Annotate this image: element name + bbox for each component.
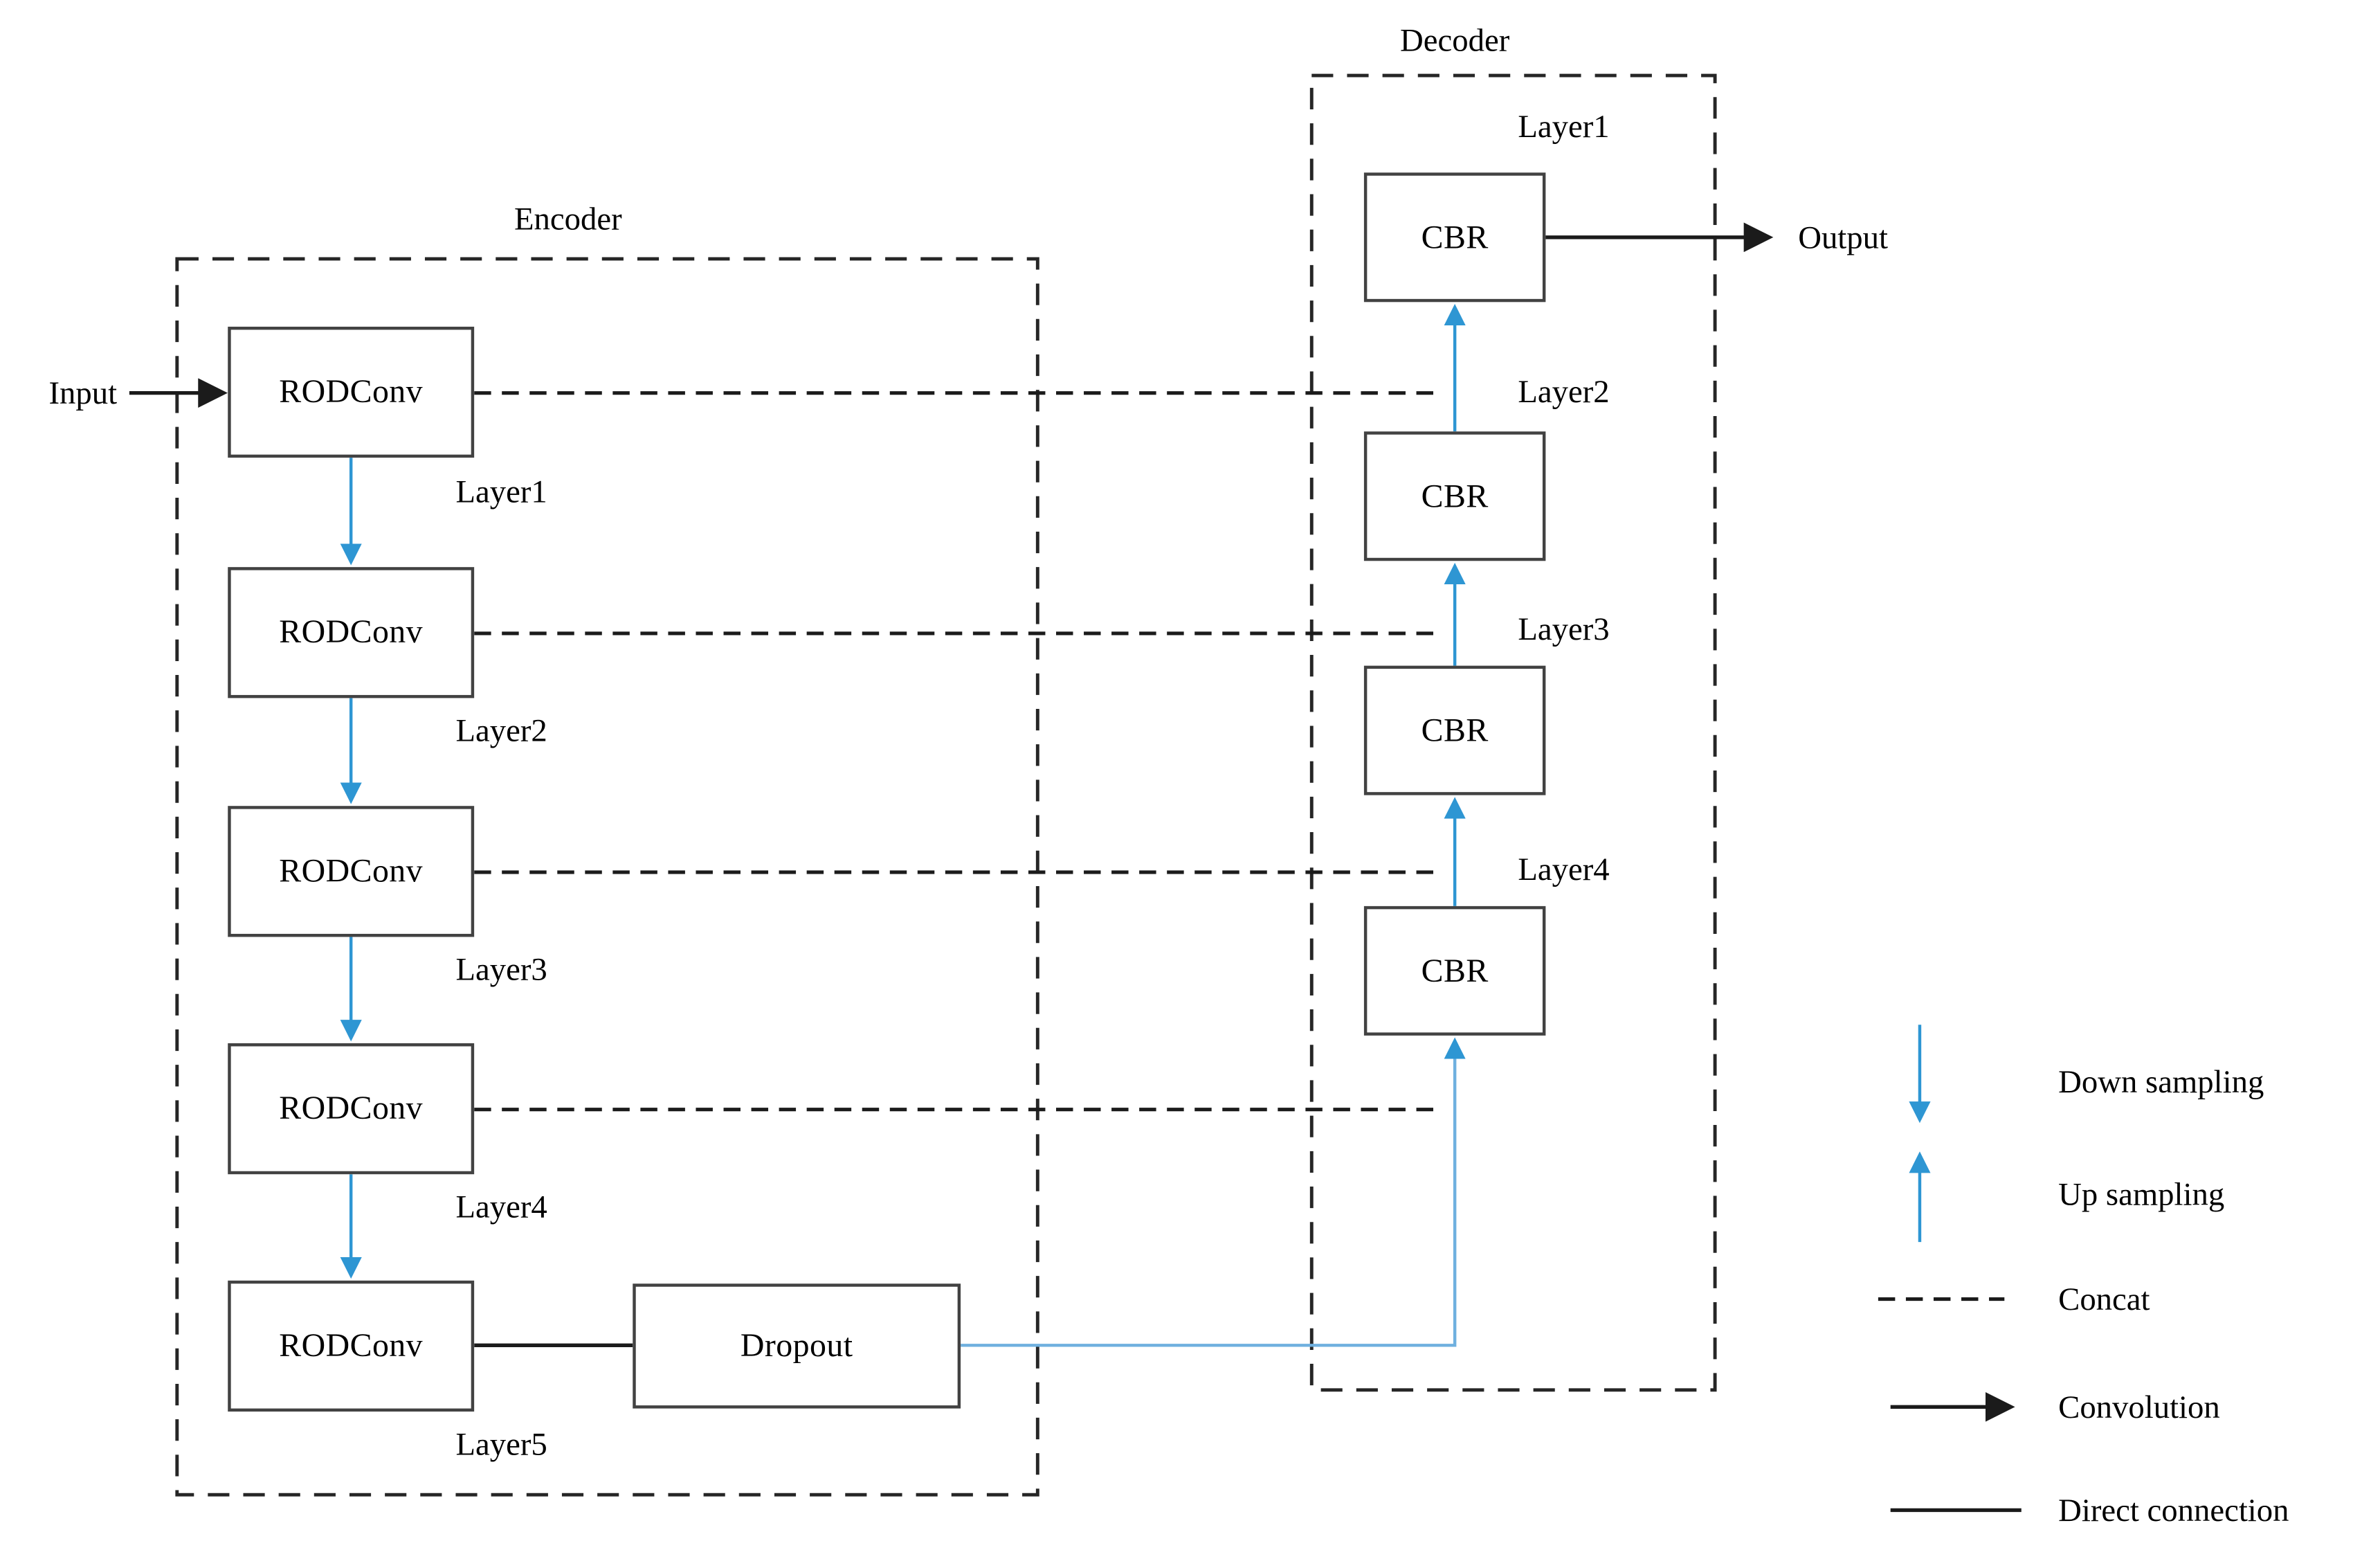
cbr-block-4: CBR [1363,905,1546,1036]
encoder-layer-label-1: Layer1 [455,473,547,510]
encoder-layer-label-3: Layer3 [455,950,547,988]
encoder-layer-label-2: Layer2 [455,712,547,749]
decoder-title: Decoder [1400,21,1510,59]
cbr-block-3: CBR [1363,665,1546,795]
decoder-layer-label-3: Layer3 [1518,610,1610,647]
encoder-layer-label-4: Layer4 [455,1188,547,1225]
rodconv-block-3: RODConv [228,806,475,937]
rodconv-block-2: RODConv [228,567,475,699]
legend-label-convolution: Convolution [2058,1388,2220,1426]
decoder-layer-label-4: Layer4 [1518,850,1610,888]
rodconv-block-1: RODConv [228,326,475,458]
rodconv-block-5: RODConv [228,1280,475,1412]
encoder-layer-label-5: Layer5 [455,1425,547,1463]
legend-label-up-sampling: Up sampling [2058,1175,2225,1213]
cbr-block-2: CBR [1363,431,1546,561]
rodconv-block-4: RODConv [228,1043,475,1175]
output-label: Output [1798,219,1889,256]
encoder-boundary [175,257,1039,1497]
legend-label-down-sampling: Down sampling [2058,1063,2264,1101]
decoder-layer-label-1: Layer1 [1518,107,1610,145]
legend-label-concat: Concat [2058,1280,2150,1318]
decoder-boundary [1309,73,1717,1392]
dropout-block: Dropout [633,1283,961,1409]
decoder-layer-label-2: Layer2 [1518,372,1610,411]
bottleneck-upsample-path [961,1037,1466,1347]
encoder-title: Encoder [514,200,622,237]
cbr-block-1: CBR [1363,172,1546,303]
input-label: Input [48,374,118,412]
legend-label-direct-connection: Direct connection [2058,1491,2289,1529]
